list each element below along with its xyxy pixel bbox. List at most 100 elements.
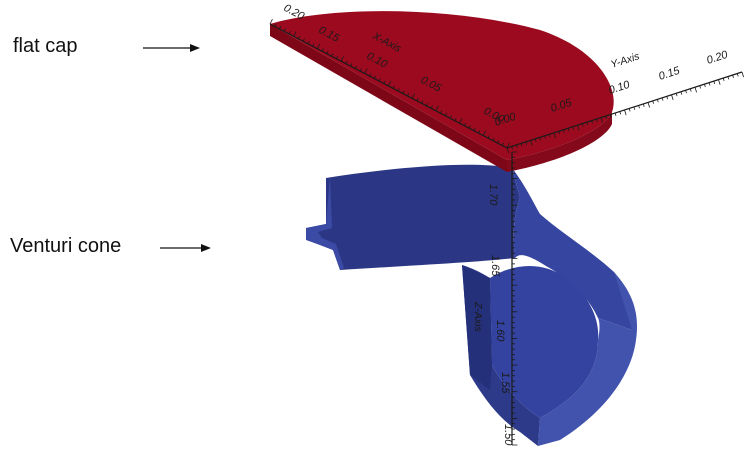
axis-tick bbox=[364, 68, 368, 74]
axis-tick bbox=[614, 112, 617, 117]
axis-tick bbox=[685, 90, 687, 94]
axis-tick bbox=[501, 142, 504, 146]
axis-tick bbox=[619, 111, 622, 115]
axis-tick bbox=[633, 106, 636, 110]
cap-side bbox=[270, 24, 507, 172]
axis-tick bbox=[482, 130, 487, 136]
axis-tick bbox=[354, 65, 358, 69]
axis-tick bbox=[487, 135, 490, 139]
axis-tick bbox=[497, 140, 500, 144]
y-tick-label: 0.15 bbox=[657, 65, 682, 83]
axis-tick bbox=[610, 114, 612, 118]
axis-tick bbox=[699, 85, 701, 89]
axis-tick bbox=[675, 93, 678, 97]
axis-tick bbox=[269, 18, 273, 25]
axis-tick bbox=[369, 73, 372, 77]
cone-left-face bbox=[306, 176, 344, 270]
axis-tick bbox=[383, 80, 386, 84]
axis-tick bbox=[539, 137, 542, 141]
axis-tick bbox=[563, 129, 565, 133]
axis-tick bbox=[345, 60, 348, 64]
venturi-cone-label: Venturi cone bbox=[10, 235, 122, 257]
axis-tick bbox=[298, 36, 301, 40]
y-axis-title: Y-Axis bbox=[609, 50, 642, 71]
axis-tick bbox=[331, 53, 334, 57]
axis-tick bbox=[421, 100, 424, 104]
axis-tick bbox=[544, 135, 546, 139]
axis-tick bbox=[302, 38, 305, 42]
y-tick-label: 0.20 bbox=[705, 49, 730, 67]
cone-outer-right bbox=[538, 272, 638, 446]
axis-tick bbox=[321, 48, 324, 52]
axis-tick bbox=[402, 90, 405, 94]
axis-tick bbox=[647, 102, 651, 108]
venturi-cone-arrow bbox=[160, 244, 211, 252]
axis-tick bbox=[492, 137, 495, 141]
axis-tick bbox=[558, 131, 560, 135]
axis-tick bbox=[378, 78, 381, 82]
z-tick-label: 1.70 bbox=[487, 184, 499, 206]
axis-tick bbox=[397, 88, 400, 92]
axis-tick bbox=[426, 102, 429, 107]
axis-tick bbox=[572, 126, 575, 130]
axis-tick bbox=[591, 120, 593, 124]
axis-tick bbox=[638, 105, 640, 109]
axis-tick bbox=[307, 40, 310, 45]
z-tick-label: 1.50 bbox=[502, 424, 514, 446]
axis-tick bbox=[388, 80, 392, 87]
z-tick-label: 1.55 bbox=[499, 372, 511, 394]
axis-tick bbox=[449, 115, 452, 119]
axis-tick bbox=[581, 123, 584, 127]
axis-tick bbox=[283, 28, 286, 32]
flat-cap-arrow bbox=[143, 44, 200, 52]
axis-tick bbox=[440, 110, 443, 114]
axis-tick bbox=[741, 71, 745, 78]
axis-tick bbox=[293, 31, 297, 37]
axis-tick bbox=[666, 96, 669, 100]
axis-tick bbox=[336, 55, 339, 59]
axis-tick bbox=[657, 99, 659, 103]
axis-tick bbox=[727, 76, 730, 80]
axis-tick bbox=[312, 43, 315, 47]
axis-tick bbox=[553, 132, 557, 139]
axis-tick bbox=[274, 23, 277, 27]
venturi-cone bbox=[306, 164, 638, 446]
cone-inner-lower bbox=[490, 266, 599, 418]
axis-tick bbox=[350, 63, 353, 67]
axis-tick bbox=[416, 98, 419, 102]
axis-tick bbox=[680, 91, 683, 95]
axis-tick bbox=[718, 79, 721, 85]
cap-top bbox=[270, 11, 614, 160]
axis-tick bbox=[288, 31, 291, 35]
axis-tick bbox=[506, 142, 510, 149]
axis-tick bbox=[392, 85, 395, 89]
axis-tick bbox=[454, 117, 457, 121]
axis-tick bbox=[340, 56, 344, 62]
axis-tick bbox=[317, 43, 321, 49]
z-axis-title: Z-Axis bbox=[472, 301, 484, 332]
axis-tick bbox=[530, 140, 533, 146]
axis-tick bbox=[586, 122, 589, 126]
axis-tick bbox=[468, 125, 471, 129]
flat-cap-label: flat cap bbox=[13, 35, 78, 57]
axis-tick bbox=[732, 74, 734, 79]
axis-tick bbox=[435, 105, 439, 111]
axis-tick bbox=[704, 84, 706, 88]
axis-tick bbox=[671, 94, 674, 101]
axis-tick bbox=[661, 97, 664, 101]
axis-tick bbox=[459, 118, 463, 124]
axis-ticks bbox=[269, 18, 745, 446]
axis-tick bbox=[373, 75, 376, 79]
axis-tick bbox=[652, 100, 654, 104]
z-tick-label: 1.65 bbox=[489, 255, 501, 277]
z-tick-label: 1.60 bbox=[494, 320, 506, 342]
axis-tick bbox=[548, 134, 551, 138]
axis-tick bbox=[520, 143, 523, 147]
y-tick-label: 0.10 bbox=[607, 79, 632, 97]
axis-tick bbox=[628, 108, 631, 112]
axis-tick bbox=[478, 130, 481, 134]
axis-tick bbox=[600, 117, 604, 123]
axis-tick bbox=[279, 26, 282, 30]
